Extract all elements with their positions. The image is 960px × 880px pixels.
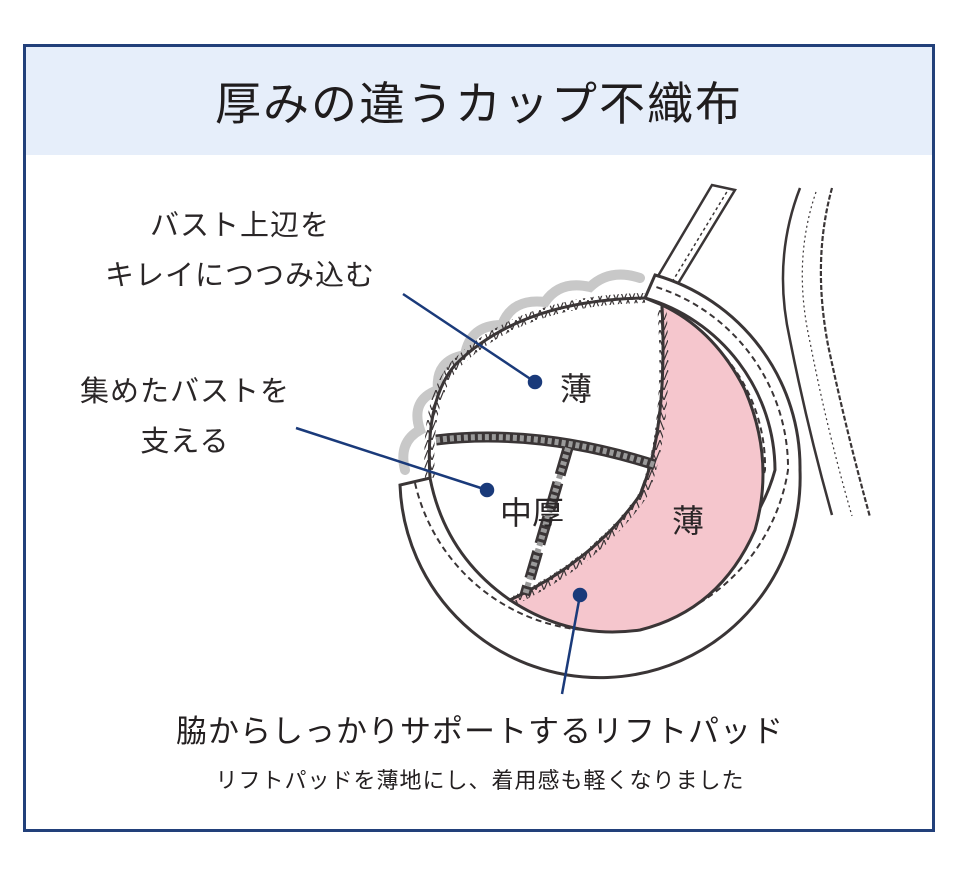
label-center-support-line2: 支える [140,424,230,458]
zone-upper-thin: 薄 [560,370,593,408]
label-top-edge-line2: キレイにつつみ込む [104,258,375,292]
leader-dot-center [479,482,495,498]
leader-lines [295,292,588,695]
zone-middle-thickness: 中厚 [500,494,565,532]
caption-sub: リフトパッドを薄地にし、着用感も軽くなりました [215,769,745,794]
title-banner: 厚みの違うカップ不織布 [26,47,932,155]
label-center-support: 集めたバストを 支える [55,366,315,466]
label-top-edge: バスト上辺を キレイにつつみ込む [70,200,410,300]
caption-main: 脇からしっかりサポートするリフトパッド [176,714,784,750]
leader-line-top [402,292,536,384]
lift-pad [506,302,765,634]
lace-trim [398,269,645,475]
leader-dot-side [572,587,588,603]
label-center-support-line1: 集めたバストを [79,374,290,408]
cup-body [424,293,665,602]
side-band [781,187,872,518]
label-top-edge-line1: バスト上辺を [149,208,330,242]
middle-band [435,431,657,597]
leader-dot-top [527,374,543,390]
leader-line-side [560,594,582,695]
zone-side-thin: 薄 [672,502,705,540]
page-title: 厚みの違うカップ不織布 [215,77,743,131]
leader-line-center [295,426,488,492]
